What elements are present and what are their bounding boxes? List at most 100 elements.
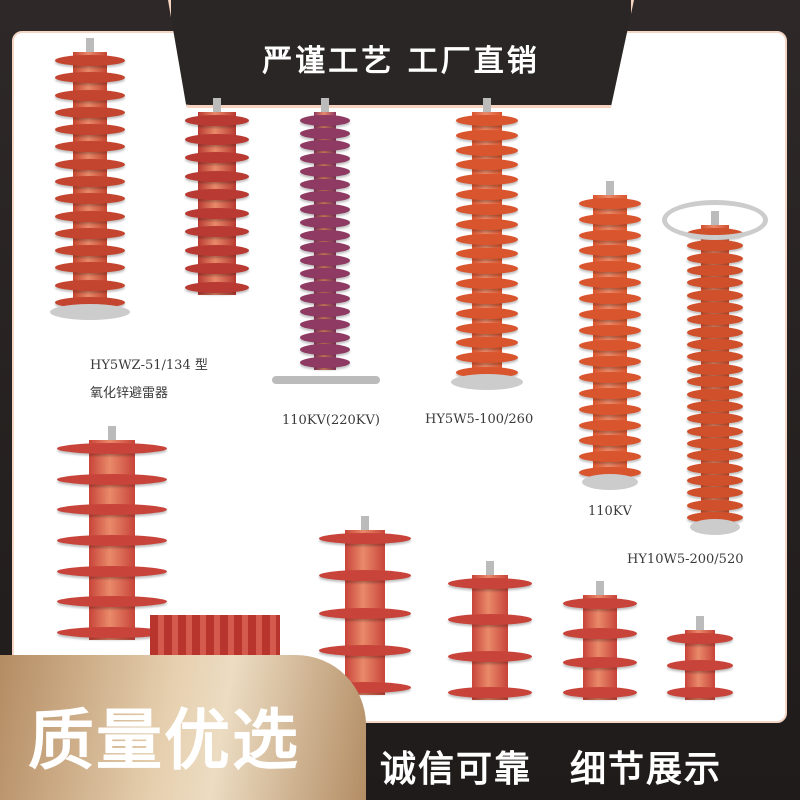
arrester-7-shed — [57, 535, 167, 546]
arrester-4-shed — [456, 115, 518, 126]
header-banner: 严谨工艺 工厂直销 — [168, 0, 634, 108]
arrester-4-shed — [456, 203, 518, 215]
arrester-6-shed — [687, 277, 743, 289]
arrester-11-terminal — [696, 616, 704, 630]
arrester-7-shed — [57, 443, 167, 454]
arrester-3-shed — [300, 255, 350, 267]
arrester-6-shed — [687, 326, 743, 338]
arrester-4-shed — [456, 367, 518, 378]
arrester-10-shed — [563, 657, 637, 669]
product-image-panel — [12, 31, 787, 723]
arrester-7-shed — [57, 504, 167, 516]
arrester-8-terminal — [361, 516, 369, 530]
arrester-10-shed — [563, 598, 637, 609]
arrester-5-shed — [579, 372, 641, 384]
arrester-7-fins — [150, 615, 280, 655]
arrester-9-shed — [448, 650, 532, 662]
arrester-2-shed — [185, 263, 249, 275]
arrester-7-terminal — [108, 426, 116, 440]
arrester-11-shed — [667, 633, 733, 644]
arrester-8-shed — [319, 533, 411, 544]
arrester-3-shed — [300, 344, 350, 356]
arrester-4-body — [472, 112, 502, 380]
arrester-8-shed — [319, 570, 411, 582]
arrester-5-shed — [579, 387, 641, 399]
arrester-4-shed — [456, 292, 518, 304]
arrester-3-shed — [300, 293, 350, 305]
arrester-6-shed — [687, 388, 743, 400]
arrester-2-terminal — [213, 98, 221, 112]
footer-slogan: 诚信可靠 细节展示 — [380, 749, 723, 790]
arrester-1-shed — [55, 55, 125, 66]
arrester-1-shed — [55, 193, 125, 205]
arrester-6-shed — [687, 351, 743, 363]
arrester-3-shed — [300, 127, 350, 139]
arrester-5-shed — [579, 308, 641, 320]
arrester-6-ring — [662, 200, 768, 240]
arrester-6-base — [690, 519, 740, 535]
arrester-6-shed — [687, 413, 743, 425]
arrester-3-shed — [300, 229, 350, 241]
badge-text: 质量优选 — [28, 702, 300, 779]
arrester-6-shed — [687, 363, 743, 375]
arrester-7-shed — [57, 596, 167, 608]
arrester-10-terminal — [596, 581, 604, 595]
arrester-1-shed — [55, 279, 125, 291]
arrester-1-shed — [55, 227, 125, 239]
arrester-6-shed — [687, 240, 743, 252]
arrester-1-shed — [55, 297, 125, 308]
arrester-11-shed — [667, 660, 733, 671]
arrester-3-shed — [300, 357, 350, 368]
arrester-3-bracket — [272, 376, 380, 384]
arrester-6-shed — [687, 512, 743, 523]
arrester-6-shed — [687, 474, 743, 486]
arrester-4-shed — [456, 278, 518, 290]
arrester-5-shed — [579, 340, 641, 352]
label-model-4: 110KV — [588, 504, 632, 519]
arrester-4-shed — [456, 248, 518, 260]
arrester-4-shed — [456, 159, 518, 171]
arrester-4-shed — [456, 174, 518, 186]
arrester-6-shed — [687, 499, 743, 511]
arrester-8-shed — [319, 607, 411, 619]
label-model-3: HY5W5-100/260 — [425, 412, 534, 427]
arrester-6-shed — [687, 376, 743, 388]
label-model-1: HY5WZ-51/134 型 — [90, 358, 208, 373]
arrester-6-shed — [687, 425, 743, 437]
arrester-5-shed — [579, 277, 641, 289]
label-model-1-desc: 氧化锌避雷器 — [90, 386, 169, 401]
arrester-1-shed — [55, 210, 125, 222]
arrester-5-shed — [579, 229, 641, 241]
arrester-2-shed — [185, 282, 249, 293]
arrester-2-shed — [185, 207, 249, 219]
header-title: 严谨工艺 工厂直销 — [262, 44, 540, 79]
arrester-5-base — [582, 474, 638, 490]
arrester-3-shed — [300, 242, 350, 254]
arrester-5-shed — [579, 356, 641, 368]
arrester-6-shed — [687, 462, 743, 474]
arrester-3-shed — [300, 318, 350, 330]
arrester-5-body — [593, 195, 627, 480]
arrester-3-shed — [300, 140, 350, 152]
quality-badge: 质量优选 — [0, 655, 366, 800]
label-model-5: HY10W5-200/520 — [627, 552, 744, 567]
arrester-5-shed — [579, 467, 641, 478]
arrester-1-shed — [55, 72, 125, 84]
arrester-3-shed — [300, 191, 350, 203]
arrester-2-shed — [185, 170, 249, 182]
arrester-5-shed — [579, 451, 641, 463]
arrester-6-shed — [687, 450, 743, 462]
arrester-3-shed — [300, 165, 350, 177]
arrester-1-shed — [55, 176, 125, 187]
arrester-1-shed — [55, 245, 125, 257]
arrester-2-shed — [185, 115, 249, 126]
arrester-5-shed — [579, 435, 641, 447]
arrester-1-shed — [55, 124, 125, 136]
arrester-6-shed — [687, 487, 743, 499]
arrester-5-shed — [579, 198, 641, 209]
arrester-4-shed — [456, 337, 518, 349]
arrester-4-shed — [456, 189, 518, 201]
arrester-7-shed — [57, 565, 167, 577]
arrester-3-shed — [300, 267, 350, 279]
arrester-11-shed — [667, 687, 733, 698]
